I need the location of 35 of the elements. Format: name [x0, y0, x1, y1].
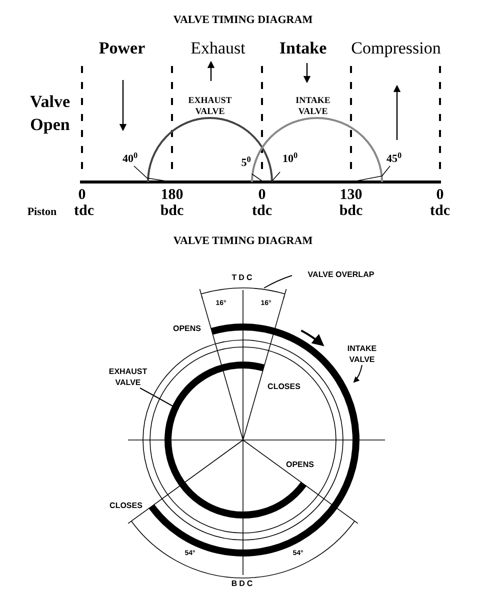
event-label: OPENS: [173, 323, 201, 335]
stroke-label: Compression: [351, 37, 441, 60]
callout-text: INTAKE VALVE: [340, 343, 384, 365]
event-label: OPENS: [286, 459, 314, 471]
diagram-title: VALVE TIMING DIAGRAM: [173, 12, 313, 28]
angle-label: 45$^{0}$: [386, 150, 402, 167]
position-label: tdc: [252, 202, 272, 221]
axis-label: Piston: [27, 204, 57, 220]
tick-label: 0: [436, 186, 444, 204]
curve-label: EXHAUST VALVE: [187, 95, 233, 117]
callout-text: EXHAUST VALVE: [98, 366, 158, 388]
leader-line: [353, 364, 362, 383]
event-label: CLOSES: [268, 381, 300, 393]
heading-text: VALVE TIMING DIAGRAM: [173, 234, 313, 249]
stroke-label: Power: [98, 37, 146, 60]
axis-label: Valve Open: [29, 91, 71, 136]
position-label: bdc: [160, 202, 184, 221]
tick-label: 180: [160, 186, 184, 204]
position-label: tdc: [74, 202, 94, 221]
tick-label: 130: [340, 186, 362, 204]
stroke-label: Intake: [279, 37, 327, 60]
position-label: BDC: [231, 578, 255, 590]
angle-label: 5$^{0}$: [241, 154, 251, 171]
event-label: CLOSES: [110, 500, 142, 512]
curve-label: INTAKE VALVE: [294, 95, 332, 117]
tick-label: 0: [78, 186, 86, 204]
position-label: bdc: [339, 202, 363, 221]
angle-label: 40$^{0}$: [122, 150, 138, 167]
leader-line: [264, 275, 292, 288]
callout-text: VALVE OVERLAP: [292, 269, 390, 282]
tick-label: 0: [258, 186, 266, 204]
stroke-label: Exhaust: [190, 37, 246, 60]
position-label: tdc: [430, 202, 450, 221]
position-label: TDC: [232, 272, 254, 284]
angle-label: 10$^{0}$: [282, 150, 298, 167]
